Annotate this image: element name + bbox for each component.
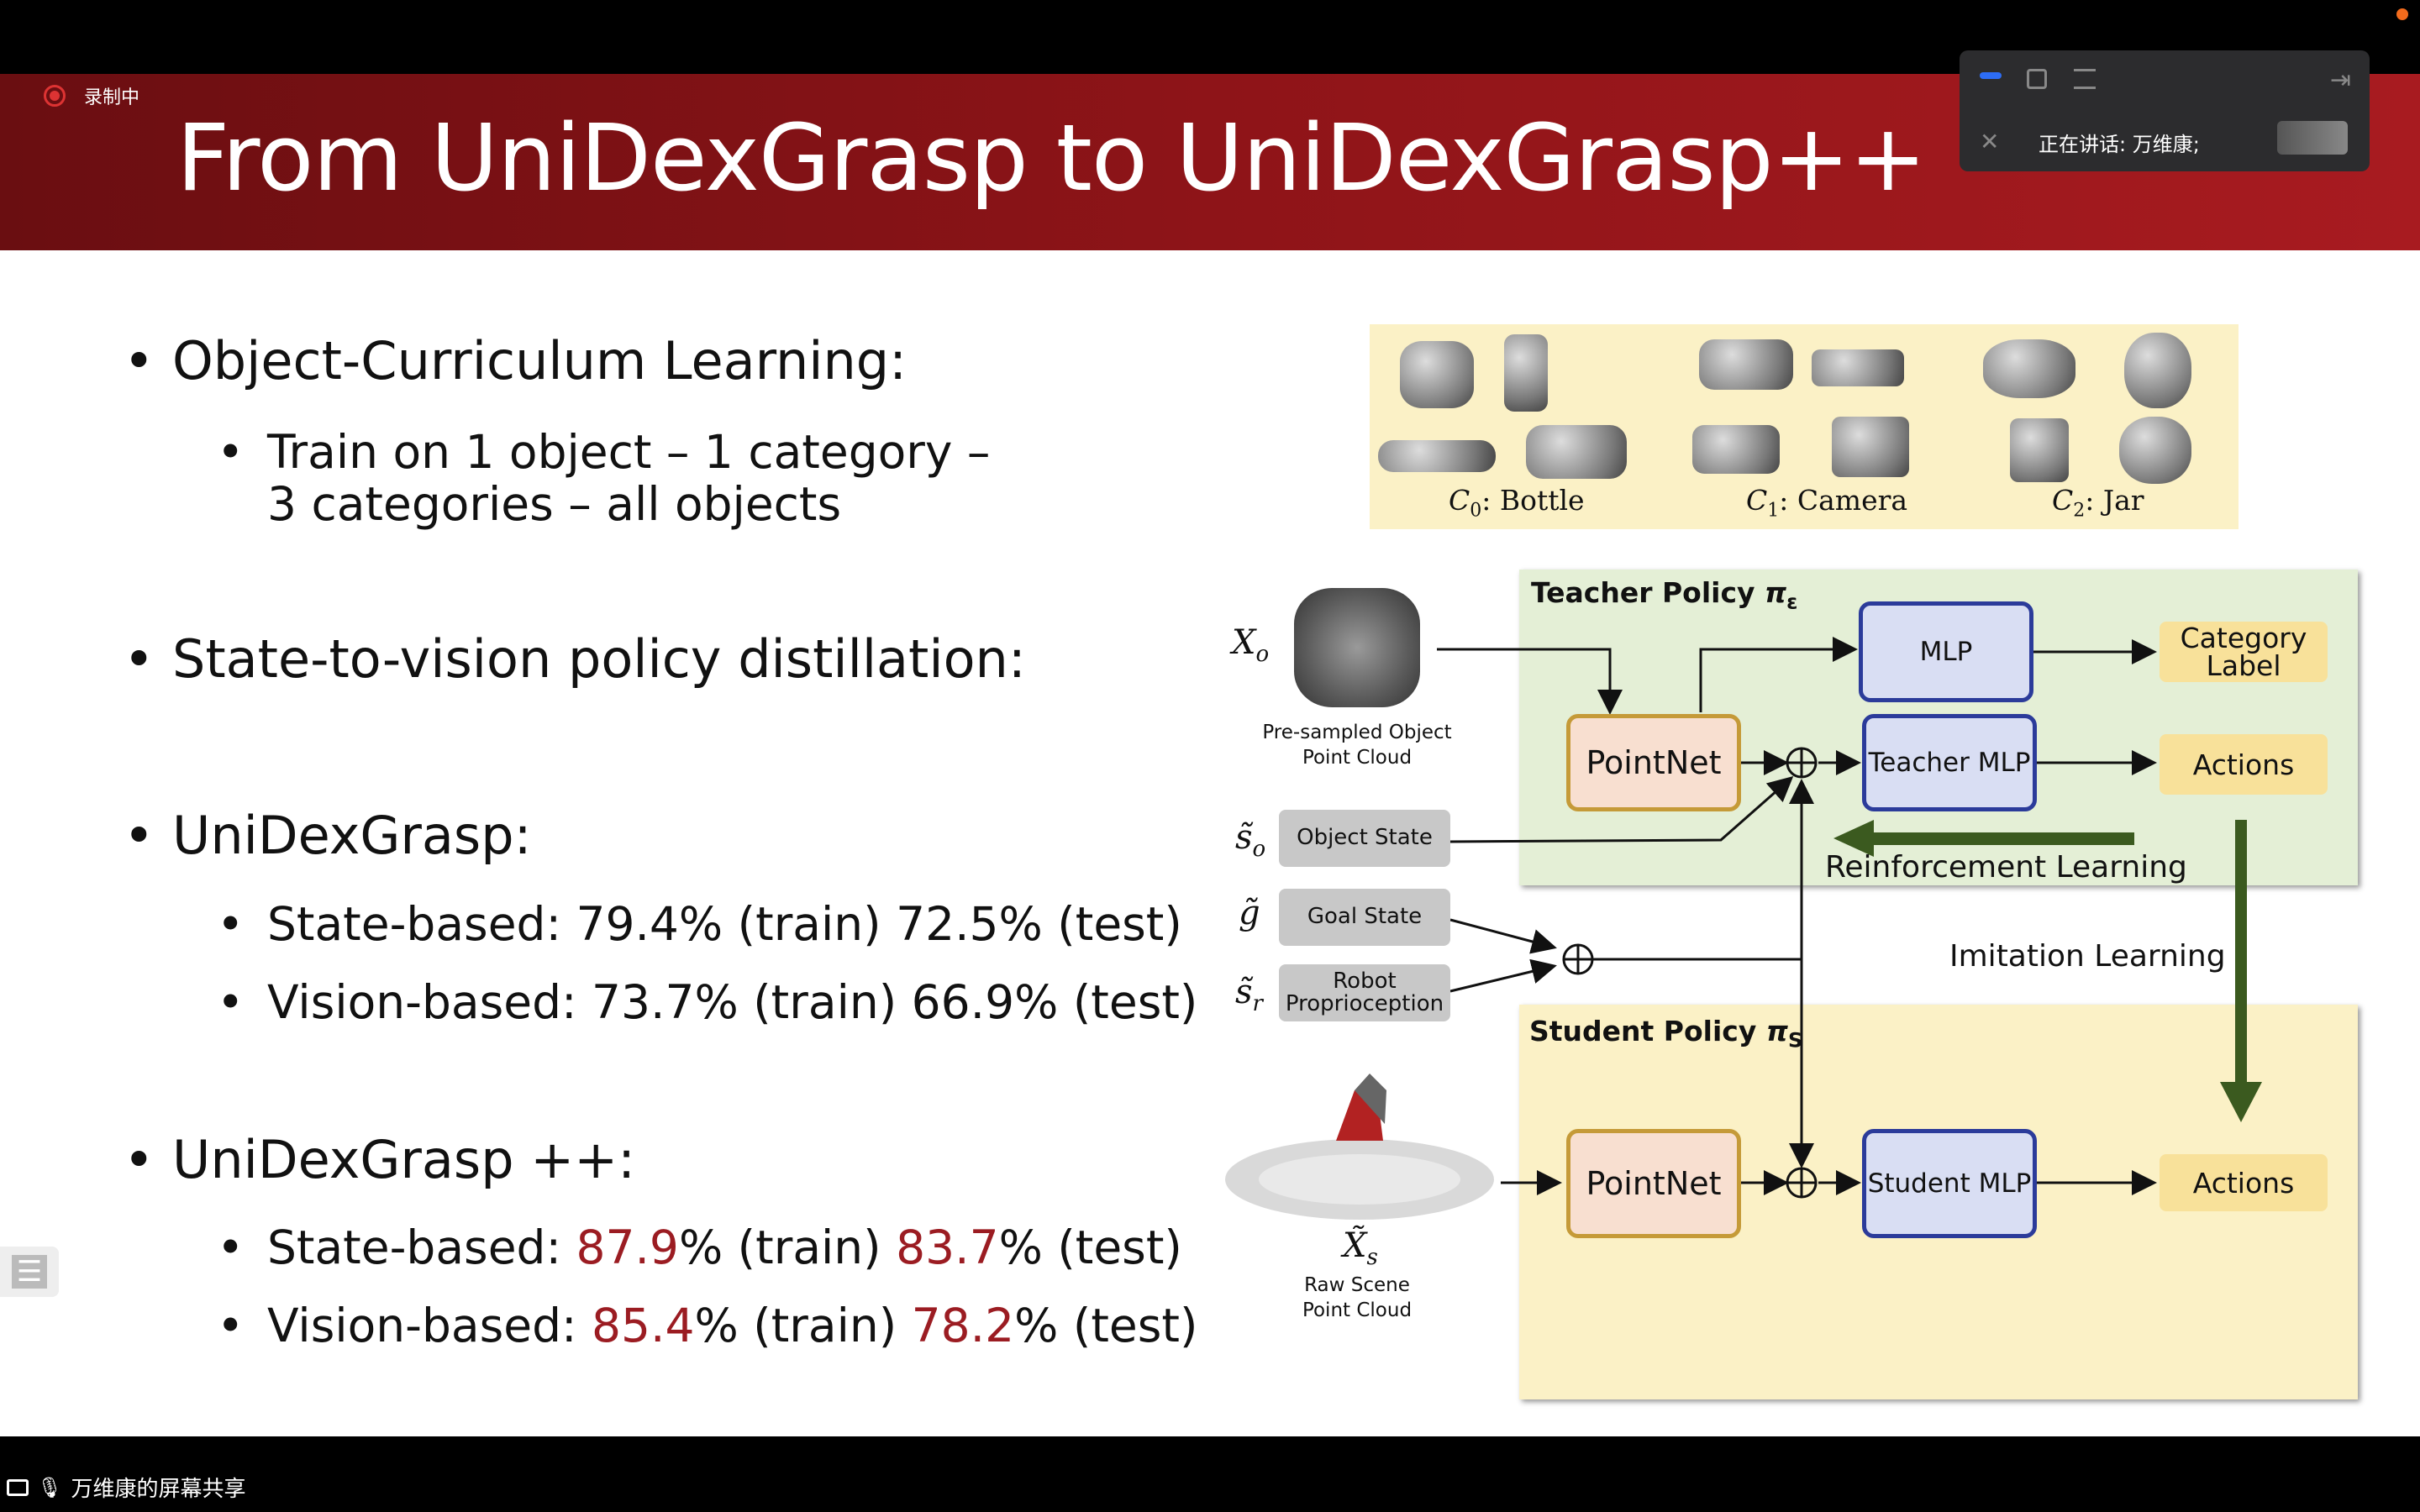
recording-label: 录制中 [84, 87, 140, 108]
symbol-sr: s̃r [1235, 973, 1263, 1016]
teacher-pointnet-box: PointNet [1566, 714, 1741, 811]
toc-icon[interactable]: ☰ [0, 1247, 59, 1297]
expand-icon[interactable]: ⇥ [2329, 66, 2351, 94]
category-label-bottle: C0: Bottle [1449, 484, 1585, 522]
category-label-jar: C2: Jar [2052, 484, 2144, 522]
bottle-object [1504, 334, 1548, 412]
speaking-label: 正在讲话: 万维康; [2039, 133, 2200, 156]
layout-icon[interactable] [2074, 69, 2096, 89]
screen-share-icon [7, 1478, 29, 1496]
bottom-bar: 🎙 万维康的屏幕共享 [0, 1436, 2420, 1512]
imitation-learning-label: Imitation Learning [1949, 939, 2226, 974]
object-state-box: Object State [1279, 810, 1450, 867]
bullet-unidexgrasp: •UniDexGrasp: [124, 805, 532, 866]
point-cloud-object-icon [1294, 588, 1420, 707]
camera-object [1812, 349, 1904, 386]
bottle-object [1378, 440, 1496, 472]
camera-object [1699, 339, 1793, 390]
screen-share-indicator: 🎙 万维康的屏幕共享 [7, 1472, 245, 1503]
diagram-connectors [1225, 637, 2262, 1220]
bottle-object [1526, 425, 1627, 479]
category-label-camera: C1: Camera [1746, 484, 1908, 522]
category-label-box: Category Label [2160, 622, 2328, 682]
bullet-list: •Object-Curriculum Learning: •Train on 1… [0, 74, 1244, 1436]
goal-state-box: Goal State [1279, 889, 1450, 946]
bullet-unidexgrasp-pp: •UniDexGrasp ++: [124, 1129, 636, 1190]
slide-title: From UniDexGrasp to UniDexGrasp++ [176, 104, 1927, 212]
bullet-distillation: •State-to-vision policy distillation: [124, 628, 1026, 690]
jar-object [1983, 339, 2075, 398]
sub-bullet: •Vision-based: 73.7% (train) 66.9% (test… [217, 975, 1198, 1029]
status-dot [2396, 8, 2408, 20]
sub-bullet: •State-based: 79.4% (train) 72.5% (test) [217, 897, 1182, 951]
symbol-g: g̃ [1239, 894, 1260, 932]
robot-proprioception-box: Robot Proprioception [1279, 964, 1450, 1021]
symbol-xo: Xo [1232, 623, 1270, 667]
bottle-object [1400, 341, 1474, 408]
sub-bullet: •Vision-based: 85.4% (train) 78.2% (test… [217, 1299, 1198, 1352]
jar-object [2010, 418, 2069, 482]
teacher-actions-box: Actions [2160, 734, 2328, 795]
camera-object [1692, 425, 1780, 474]
teacher-policy-title: Teacher Policy πε [1531, 576, 1798, 614]
jar-object [2119, 417, 2191, 484]
presentation-slide: 录制中 From UniDexGrasp to UniDexGrasp++ •O… [0, 74, 2420, 1436]
speaker-avatar [2277, 121, 2348, 155]
window-icon[interactable] [2027, 69, 2047, 89]
record-icon [44, 85, 66, 107]
minimize-icon[interactable] [1980, 72, 2002, 79]
camera-object [1832, 417, 1909, 477]
mlp-box: MLP [1859, 601, 2033, 702]
bullet-object-curriculum: •Object-Curriculum Learning: [124, 330, 908, 391]
student-policy-title: Student Policy πS [1529, 1015, 1803, 1053]
meeting-floating-panel: ⇥ ✕ 正在讲话: 万维康; [1960, 50, 2370, 171]
symbol-so: s̃o [1235, 818, 1266, 862]
sub-bullet-continued: 3 categories – all objects [267, 477, 842, 531]
sub-bullet: •Train on 1 object – 1 category – [217, 425, 991, 479]
mic-icon: 🎙 [37, 1475, 63, 1499]
sub-bullet: •State-based: 87.9% (train) 83.7% (test) [217, 1221, 1182, 1274]
teacher-mlp-box: Teacher MLP [1862, 714, 2037, 811]
recording-indicator: 录制中 [44, 82, 139, 109]
reinforcement-learning-label: Reinforcement Learning [1825, 850, 2187, 885]
student-actions-box: Actions [2160, 1154, 2328, 1211]
mic-muted-icon[interactable]: ✕ [1980, 129, 2000, 155]
student-mlp-box: Student MLP [1862, 1129, 2037, 1238]
raw-scene-label: Raw Scene Point Cloud [1302, 1274, 1413, 1321]
symbol-xs: X̃s [1343, 1226, 1378, 1270]
screen-share-label: 万维康的屏幕共享 [71, 1477, 246, 1502]
student-pointnet-box: PointNet [1566, 1129, 1741, 1238]
object-categories-figure: C0: Bottle C1: Camera C2: Jar [1370, 324, 2238, 529]
jar-object [2124, 333, 2191, 408]
pre-sampled-label: Pre-sampled Object Point Cloud [1262, 722, 1452, 769]
